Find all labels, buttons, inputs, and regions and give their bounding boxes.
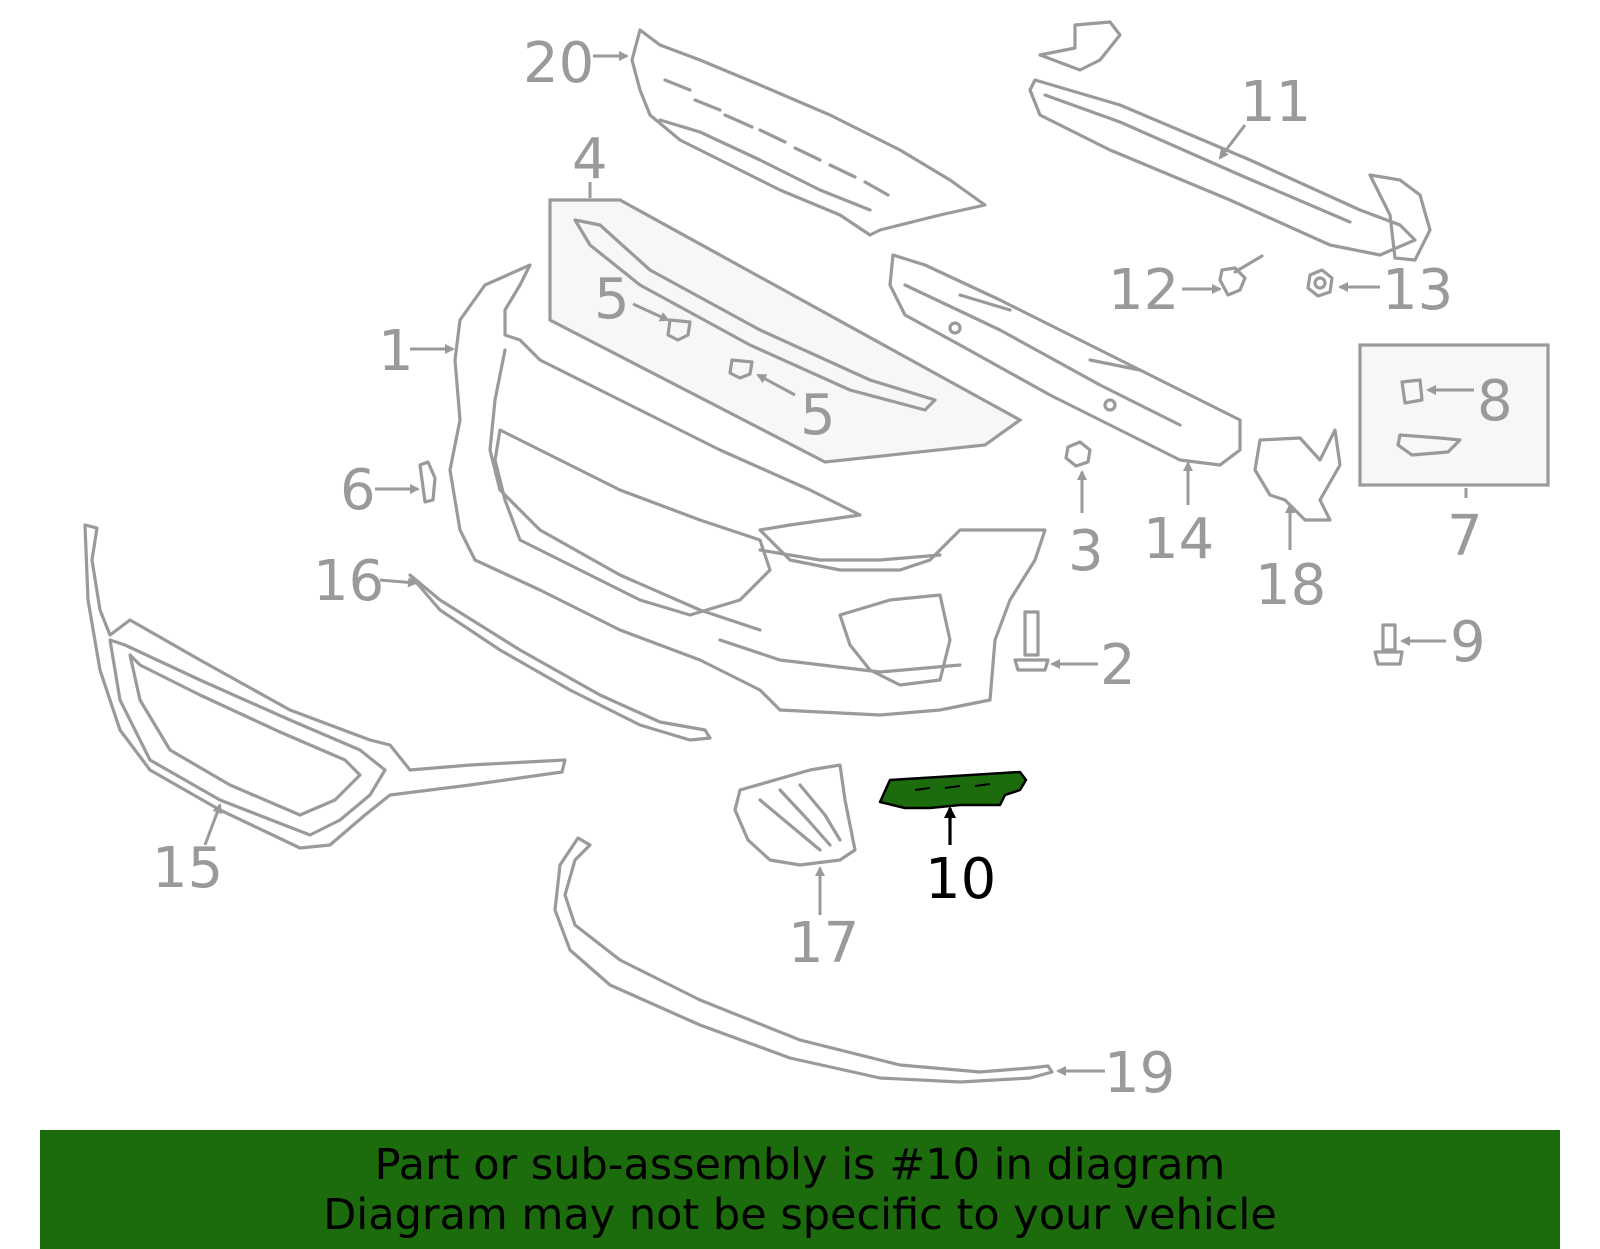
label-9: 9: [1450, 610, 1486, 675]
banner-line-1: Part or sub-assembly is #10 in diagram: [374, 1139, 1226, 1190]
info-banner: Part or sub-assembly is #10 in diagram D…: [40, 1130, 1560, 1249]
part-9-screw: [1373, 623, 1404, 666]
banner-line-2: Diagram may not be specific to your vehi…: [323, 1189, 1277, 1240]
label-1: 1: [378, 319, 414, 384]
label-13: 13: [1382, 258, 1453, 323]
label-6: 6: [340, 458, 376, 523]
label-12: 12: [1108, 258, 1179, 323]
part-5-clip-a: [666, 318, 692, 342]
label-2: 2: [1100, 633, 1136, 698]
label-11: 11: [1240, 70, 1311, 135]
part-1-bumper-cover: [448, 263, 1047, 717]
part-11-reinforcement-beam: [1028, 20, 1432, 262]
part-13-nut: [1306, 268, 1334, 298]
callout-labels: 20 11 4 5 5 12 13 1 6 8 7 3 14 18 16 9 2…: [152, 31, 1513, 1106]
part-17-fog-bezel: [733, 763, 857, 867]
part-3-nut: [1064, 440, 1092, 468]
part-2-screw: [1013, 610, 1050, 672]
label-5b: 5: [800, 383, 836, 448]
part-14-energy-absorber: [888, 253, 1242, 467]
label-7: 7: [1447, 504, 1483, 569]
callout-leaders: [203, 51, 1474, 1076]
part-6-clip: [418, 460, 437, 504]
label-8: 8: [1477, 369, 1513, 434]
label-19: 19: [1104, 1041, 1175, 1106]
label-17: 17: [788, 911, 859, 976]
part-15-grille: [83, 523, 567, 850]
label-20: 20: [523, 31, 594, 96]
label-5a: 5: [594, 267, 630, 332]
part-20-upper-absorber: [630, 28, 987, 237]
label-14: 14: [1143, 507, 1214, 572]
label-15: 15: [152, 836, 223, 901]
part-7-kit-box: [1358, 343, 1550, 487]
label-16: 16: [313, 549, 384, 614]
part-10-bracket-highlighted: [878, 770, 1028, 810]
label-10: 10: [925, 847, 996, 912]
part-16-molding-strip: [408, 573, 712, 742]
part-8-clip: [1400, 378, 1424, 405]
label-18: 18: [1255, 553, 1326, 618]
part-19-lower-strip: [553, 836, 1054, 1084]
part-4-garnish-panel: [548, 198, 1023, 464]
part-5-clip-b: [728, 358, 754, 380]
part-12-bolt: [1218, 254, 1264, 297]
label-3: 3: [1068, 519, 1104, 584]
part-18-bracket: [1253, 428, 1342, 522]
label-4: 4: [572, 127, 608, 192]
